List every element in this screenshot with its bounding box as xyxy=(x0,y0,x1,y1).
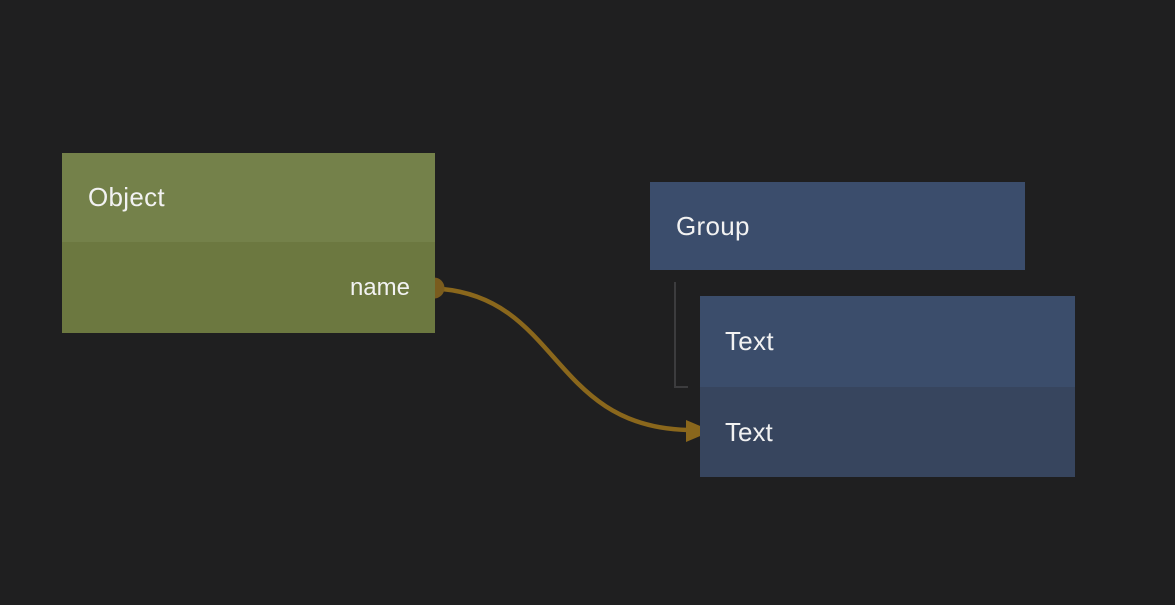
node-text-header[interactable]: Text xyxy=(700,296,1075,387)
node-text-title: Text xyxy=(725,326,774,356)
node-object-header[interactable]: Object xyxy=(62,153,435,242)
connection-wire[interactable] xyxy=(439,286,691,433)
node-text-input-row[interactable]: Text xyxy=(700,387,1075,477)
group-child-connector-line xyxy=(674,282,688,388)
node-group[interactable]: Group xyxy=(650,182,1025,270)
node-text[interactable]: Text Text xyxy=(700,296,1075,477)
node-object[interactable]: Object name xyxy=(62,153,435,333)
output-port-name[interactable]: name xyxy=(350,242,410,333)
node-text-input-label: Text xyxy=(725,416,773,447)
node-object-title: Object xyxy=(88,182,165,212)
node-object-body: name xyxy=(62,242,435,333)
node-group-header[interactable]: Group xyxy=(650,182,1025,270)
node-group-title: Group xyxy=(676,210,750,241)
output-port-label: name xyxy=(349,273,410,301)
